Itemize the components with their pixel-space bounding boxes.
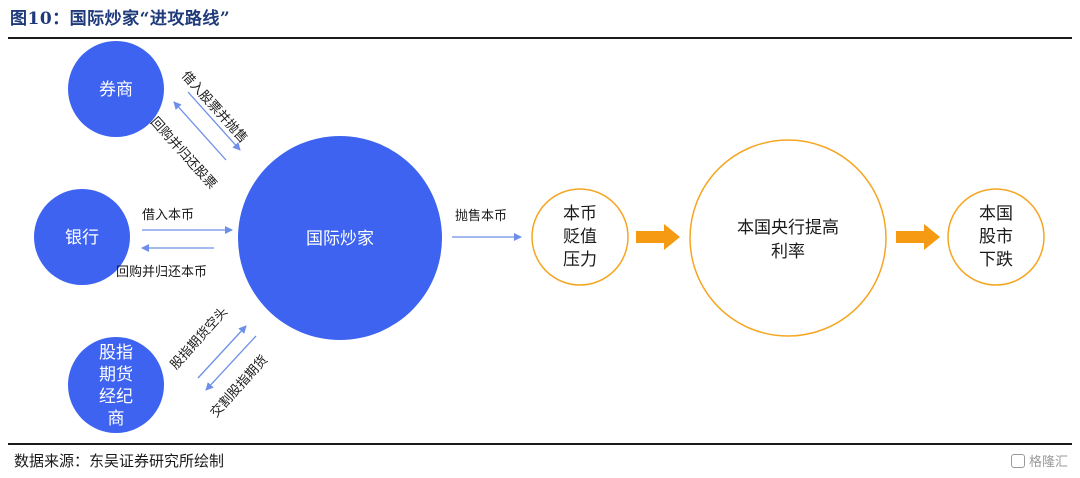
depreciation-label-3: 压力: [563, 250, 597, 270]
bottom-rule: [8, 443, 1072, 445]
watermark-logo-icon: [1010, 453, 1025, 468]
speculator-node: [238, 136, 442, 340]
futures-broker-label-2: 期货: [99, 365, 133, 385]
broker-out-label: 借入股票并抛售: [178, 68, 251, 146]
broker-back-label: 回购并归还股票: [147, 114, 220, 192]
watermark-text: 格隆汇: [1028, 455, 1068, 470]
broker-node: [68, 41, 164, 137]
futures-out-label: 股指期货空头: [167, 304, 231, 373]
orange-arrow-2: [896, 224, 940, 250]
broker-out-arrow: [187, 91, 241, 151]
bank-label: 银行: [65, 228, 99, 248]
source-note: 数据来源：东吴证券研究所绘制: [14, 452, 225, 470]
depreciation-label-2: 贬值: [563, 227, 597, 247]
figure-title: 图10：国际炒家“进攻路线”: [10, 9, 231, 29]
broker-label: 券商: [99, 80, 133, 100]
top-rule: [8, 37, 1072, 39]
bank-node: [34, 189, 130, 285]
depreciation-node: [531, 188, 629, 286]
depreciation-label-1: 本币: [563, 204, 597, 224]
futures-back-label: 交割股指期货: [207, 352, 271, 421]
stock-fall-label-1: 本国: [979, 204, 1013, 224]
broker-back-arrow: [173, 101, 227, 161]
futures-out-arrow: [197, 325, 247, 379]
bank-back-label: 回购并归还本币: [116, 264, 207, 280]
sell-currency-label: 抛售本币: [455, 208, 507, 224]
rate-hike-label-2: 利率: [771, 242, 805, 262]
watermark: 格隆汇: [1010, 451, 1068, 470]
futures-broker-label-1: 股指: [99, 343, 133, 363]
futures-broker-label-4: 商: [108, 409, 125, 429]
stock-fall-label-3: 下跌: [979, 250, 1013, 270]
futures-back-arrow: [205, 335, 257, 391]
orange-arrow-1: [636, 224, 680, 250]
rate-hike-node: [689, 139, 887, 337]
speculator-label: 国际炒家: [306, 229, 374, 249]
stock-fall-label-2: 股市: [979, 227, 1013, 247]
rate-hike-label-1: 本国央行提高: [737, 218, 839, 238]
futures-broker-label-3: 经纪: [99, 387, 133, 407]
bank-out-label: 借入本币: [142, 208, 194, 223]
stock-fall-node: [947, 188, 1045, 286]
futures-broker-node: [68, 337, 164, 433]
